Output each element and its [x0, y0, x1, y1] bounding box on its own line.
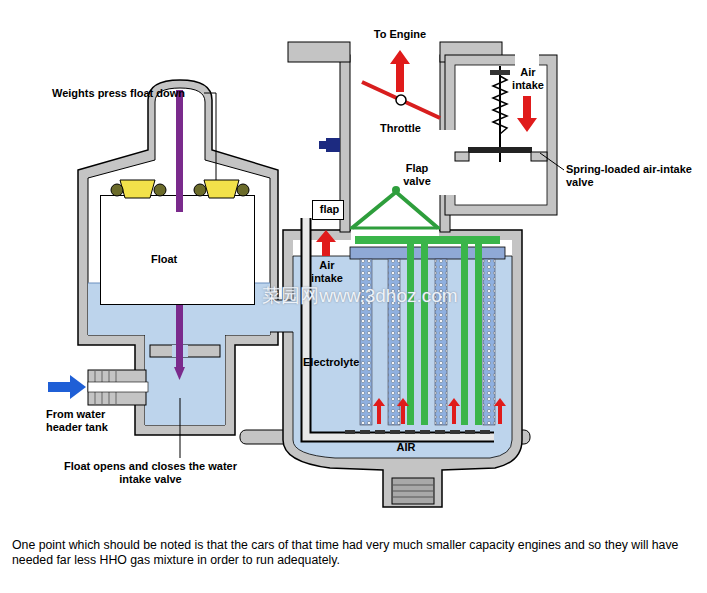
valve-seat	[150, 345, 220, 357]
air-manifold	[345, 430, 494, 434]
flap-valve-hinge	[392, 186, 400, 194]
caption: One point which should be noted is that …	[12, 538, 702, 568]
water-inlet-label: From water header tank	[46, 408, 128, 434]
node-text: flap	[315, 203, 344, 216]
chamber-water	[80, 283, 280, 443]
node-text: Electrolyte	[303, 356, 383, 369]
bubble-arrow	[448, 398, 460, 424]
weights-label: Weights press float down	[52, 87, 212, 100]
bubble-arrow	[494, 398, 506, 424]
flap-valve-label: Flap valve	[398, 162, 436, 188]
throttle-spindle	[396, 95, 406, 105]
electrode-rod	[421, 236, 428, 425]
weight-pivot	[111, 184, 123, 196]
valve-needle	[174, 367, 185, 380]
valve-spring	[493, 76, 507, 134]
electrode-plate	[360, 259, 372, 425]
weight-pivot	[154, 184, 166, 196]
drain-thread	[392, 485, 434, 497]
air-in-arrow	[517, 96, 537, 132]
node-text: Float	[151, 253, 211, 266]
electrode-rod	[475, 236, 482, 425]
tank-wall	[283, 230, 522, 507]
weight	[120, 180, 155, 198]
air-intake-label: Air intake	[308, 259, 346, 285]
spring-cap	[490, 70, 510, 75]
adjust-screw-head	[319, 141, 326, 149]
weight-pivot	[194, 184, 206, 196]
throttle-label: Throttle	[380, 122, 440, 135]
valve-seat-right	[531, 152, 547, 161]
weight-pivot	[237, 184, 249, 196]
leader-line	[540, 153, 564, 170]
air-inlet-opening	[515, 54, 539, 66]
bubble-arrow	[373, 398, 385, 424]
air-passage	[439, 130, 456, 195]
air-pipe-wall	[306, 218, 494, 437]
watermark: 菜园网www.3dhoz.com	[200, 285, 520, 306]
valve-bore	[172, 345, 188, 357]
electrode-rod	[461, 236, 468, 425]
valve-rod	[176, 305, 183, 367]
top-flange-left	[288, 42, 350, 62]
flap-valve-base	[350, 227, 440, 230]
electrode-plate	[388, 259, 400, 425]
air-pipe-bore	[306, 218, 494, 437]
valve-disc	[468, 147, 532, 153]
float-rod	[176, 90, 183, 212]
float: Float	[100, 195, 255, 305]
to-engine-arrow	[390, 50, 410, 92]
air-intake-arrow	[316, 230, 336, 256]
adjust-screw	[326, 138, 340, 152]
valve-seat-left	[455, 152, 469, 161]
flap-valve	[352, 192, 438, 228]
inlet-bore	[88, 382, 148, 392]
electrode-rod	[407, 236, 414, 425]
leader-line	[204, 93, 216, 180]
electrode-plate	[435, 259, 447, 425]
bubble-arrow	[397, 398, 409, 424]
weight	[204, 180, 239, 198]
leader-line	[180, 398, 181, 458]
air-chamber-wall	[445, 55, 557, 215]
air-chamber-inside	[455, 65, 547, 205]
drain-plug	[392, 478, 434, 504]
outlet-label: To Engine	[360, 28, 440, 41]
air-valve-label: Spring-loaded air-intake valve	[566, 163, 701, 189]
air-label: AIR	[386, 441, 426, 454]
water-in-arrow	[48, 375, 86, 399]
air-intake-label: Air intake	[509, 66, 547, 92]
flap-box: flap	[312, 200, 344, 220]
float-valve-note: Float opens and closes the water intake …	[58, 460, 243, 486]
electrode-plate	[483, 259, 495, 425]
